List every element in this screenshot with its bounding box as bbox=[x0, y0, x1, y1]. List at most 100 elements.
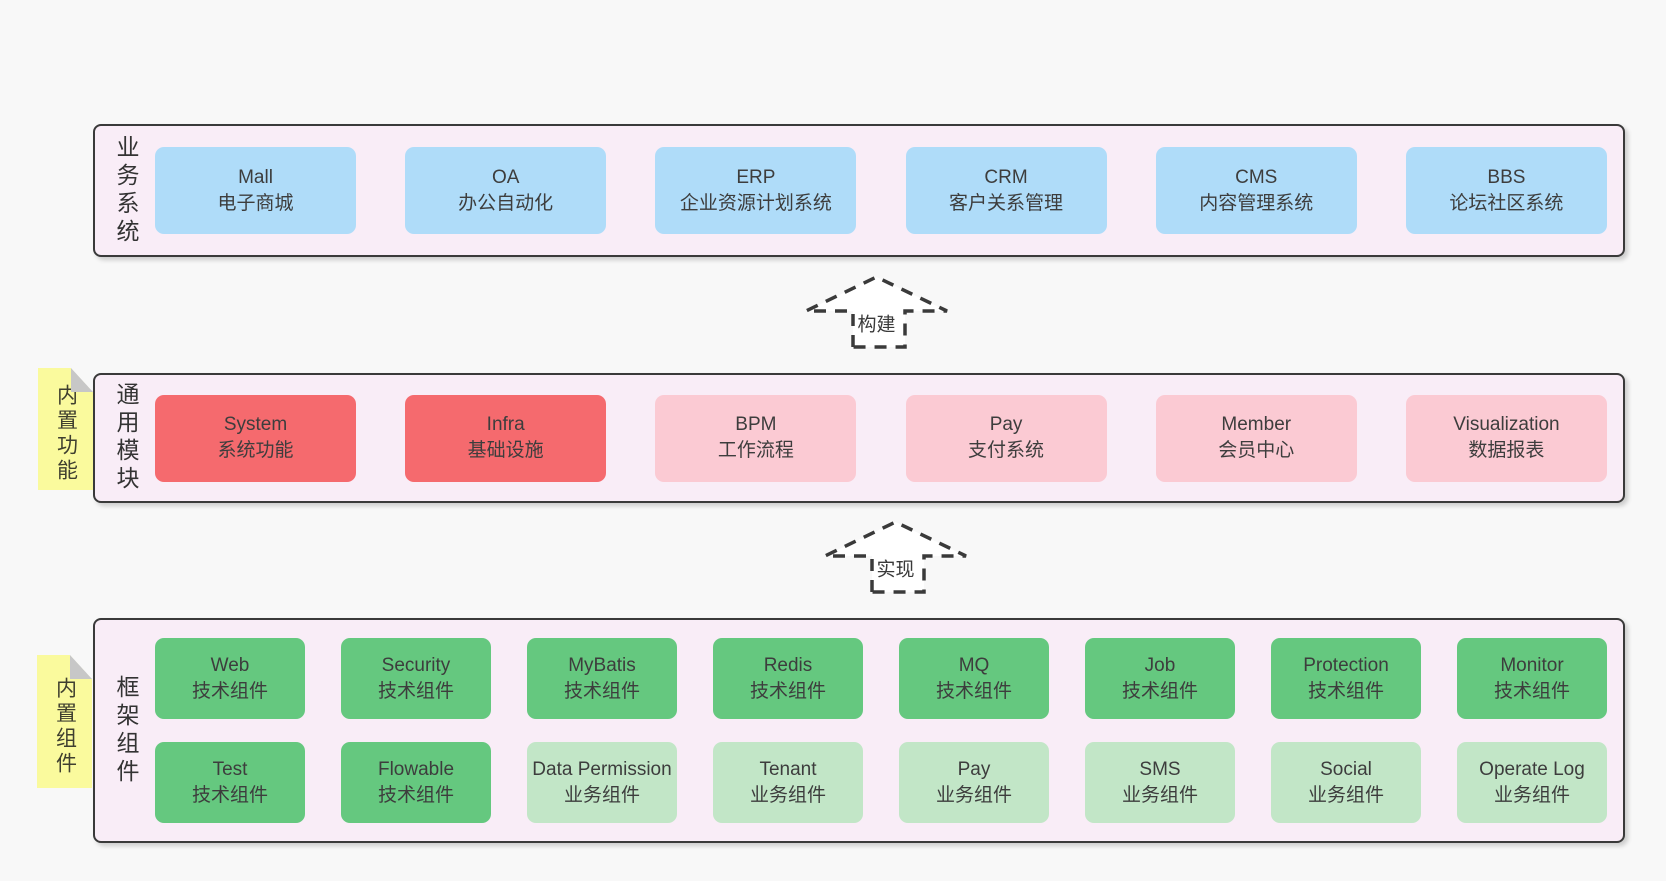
component-box: Member 会员中心 bbox=[1155, 394, 1357, 482]
component-subtitle: 技术组件 bbox=[377, 680, 454, 702]
layer-label-framework-components: 框架组件 bbox=[113, 674, 139, 787]
component-name: OA bbox=[491, 166, 520, 188]
component-subtitle: 业务组件 bbox=[1121, 784, 1198, 806]
component-name: BBS bbox=[1487, 166, 1526, 188]
component-subtitle: 业务组件 bbox=[935, 784, 1012, 806]
component-name: Social bbox=[1320, 758, 1372, 780]
component-box: Visualization 数据报表 bbox=[1405, 394, 1607, 482]
common-modules-boxes: System 系统功能 Infra 基础设施 BPM 工作流程 Pay 支付系统… bbox=[155, 375, 1607, 501]
sticky-note-built-in-features: 内置功能 bbox=[38, 368, 93, 490]
component-row: System 系统功能 Infra 基础设施 BPM 工作流程 Pay 支付系统… bbox=[155, 394, 1607, 482]
component-subtitle: 业务组件 bbox=[563, 784, 640, 806]
component-name: SMS bbox=[1139, 758, 1181, 780]
component-name: Test bbox=[212, 758, 248, 780]
component-subtitle: 电子商城 bbox=[217, 192, 294, 214]
component-subtitle: 技术组件 bbox=[935, 680, 1012, 702]
component-name: Pay bbox=[957, 758, 991, 780]
component-name: Visualization bbox=[1453, 414, 1560, 435]
component-name: Mall bbox=[238, 166, 273, 188]
component-name: MyBatis bbox=[568, 654, 636, 676]
framework-components-boxes: Web 技术组件 Security 技术组件 MyBatis 技术组件 Redi… bbox=[155, 620, 1607, 841]
component-name: Job bbox=[1144, 654, 1176, 676]
component-box: Pay 业务组件 bbox=[899, 742, 1049, 823]
component-subtitle: 基础设施 bbox=[467, 440, 544, 461]
component-name: CMS bbox=[1235, 166, 1278, 188]
component-subtitle: 系统功能 bbox=[217, 440, 294, 461]
component-box: Infra 基础设施 bbox=[405, 394, 607, 482]
component-box: MQ 技术组件 bbox=[899, 638, 1049, 719]
component-name: Web bbox=[210, 654, 250, 676]
component-name: System bbox=[223, 414, 288, 435]
component-name: Redis bbox=[763, 654, 813, 676]
component-subtitle: 技术组件 bbox=[749, 680, 826, 702]
component-name: Data Permission bbox=[532, 758, 672, 780]
component-subtitle: 会员中心 bbox=[1218, 440, 1295, 461]
component-box: System 系统功能 bbox=[155, 394, 356, 482]
component-subtitle: 业务组件 bbox=[749, 784, 826, 806]
layer-framework-components: 框架组件 Web 技术组件 Security 技术组件 MyBatis 技术组件… bbox=[93, 618, 1625, 843]
component-subtitle: 支付系统 bbox=[968, 440, 1045, 461]
component-box: Social 业务组件 bbox=[1271, 742, 1421, 823]
component-subtitle: 技术组件 bbox=[1493, 680, 1570, 702]
component-box: Test 技术组件 bbox=[155, 742, 305, 823]
component-subtitle: 业务组件 bbox=[1307, 784, 1384, 806]
component-box: MyBatis 技术组件 bbox=[527, 638, 677, 719]
component-box: Tenant 业务组件 bbox=[713, 742, 863, 823]
component-row: Test 技术组件 Flowable 技术组件 Data Permission … bbox=[155, 742, 1607, 823]
layer-common-modules: 通用模块 System 系统功能 Infra 基础设施 BPM 工作流程 Pay… bbox=[93, 373, 1625, 503]
component-subtitle: 技术组件 bbox=[191, 784, 268, 806]
component-name: BPM bbox=[735, 414, 777, 435]
component-box: Data Permission 业务组件 bbox=[527, 742, 677, 823]
component-name: Pay bbox=[989, 414, 1023, 435]
component-name: Flowable bbox=[377, 758, 455, 780]
component-subtitle: 数据报表 bbox=[1468, 440, 1545, 461]
component-name: Operate Log bbox=[1479, 758, 1585, 780]
component-box: BBS 论坛社区系统 bbox=[1405, 147, 1607, 234]
layer-label-business-systems: 业务系统 bbox=[113, 134, 139, 247]
component-box: Flowable 技术组件 bbox=[341, 742, 491, 823]
component-name: Infra bbox=[486, 414, 525, 435]
component-name: ERP bbox=[736, 166, 776, 188]
component-box: Mall 电子商城 bbox=[155, 147, 356, 234]
component-box: BPM 工作流程 bbox=[655, 394, 857, 482]
component-box: CRM 客户关系管理 bbox=[905, 147, 1107, 234]
component-box: ERP 企业资源计划系统 bbox=[655, 147, 857, 234]
component-name: Security bbox=[381, 654, 451, 676]
component-box: Job 技术组件 bbox=[1085, 638, 1235, 719]
implement-arrow: 实现 bbox=[822, 519, 969, 595]
build-arrow: 构建 bbox=[803, 274, 950, 350]
component-subtitle: 企业资源计划系统 bbox=[679, 192, 832, 214]
layer-label-common-modules: 通用模块 bbox=[113, 382, 139, 494]
component-subtitle: 技术组件 bbox=[377, 784, 454, 806]
component-name: Tenant bbox=[759, 758, 817, 780]
component-box: Security 技术组件 bbox=[341, 638, 491, 719]
component-subtitle: 客户关系管理 bbox=[949, 192, 1064, 214]
component-name: CRM bbox=[984, 166, 1028, 188]
component-box: CMS 内容管理系统 bbox=[1155, 147, 1357, 234]
component-box: Operate Log 业务组件 bbox=[1457, 742, 1607, 823]
component-name: Monitor bbox=[1500, 654, 1564, 676]
component-subtitle: 业务组件 bbox=[1493, 784, 1570, 806]
component-subtitle: 工作流程 bbox=[717, 440, 794, 461]
component-box: SMS 业务组件 bbox=[1085, 742, 1235, 823]
implement-arrow-label: 实现 bbox=[873, 554, 918, 582]
component-subtitle: 技术组件 bbox=[563, 680, 640, 702]
business-systems-boxes: Mall 电子商城 OA 办公自动化 ERP 企业资源计划系统 CRM 客户关系… bbox=[155, 126, 1607, 255]
component-subtitle: 内容管理系统 bbox=[1199, 192, 1314, 214]
component-name: Member bbox=[1221, 414, 1292, 435]
layer-business-systems: 业务系统 Mall 电子商城 OA 办公自动化 ERP 企业资源计划系统 CRM… bbox=[93, 124, 1625, 257]
component-name: Protection bbox=[1303, 654, 1389, 676]
component-box: Web 技术组件 bbox=[155, 638, 305, 719]
component-box: Protection 技术组件 bbox=[1271, 638, 1421, 719]
component-row: Mall 电子商城 OA 办公自动化 ERP 企业资源计划系统 CRM 客户关系… bbox=[155, 147, 1607, 234]
component-subtitle: 论坛社区系统 bbox=[1449, 192, 1564, 214]
component-row: Web 技术组件 Security 技术组件 MyBatis 技术组件 Redi… bbox=[155, 638, 1607, 719]
component-name: MQ bbox=[958, 654, 990, 676]
component-box: Monitor 技术组件 bbox=[1457, 638, 1607, 719]
sticky-note-text: 内置组件 bbox=[53, 676, 77, 777]
sticky-note-text: 内置功能 bbox=[54, 384, 78, 484]
component-subtitle: 技术组件 bbox=[191, 680, 268, 702]
component-box: Pay 支付系统 bbox=[905, 394, 1107, 482]
component-subtitle: 技术组件 bbox=[1121, 680, 1198, 702]
